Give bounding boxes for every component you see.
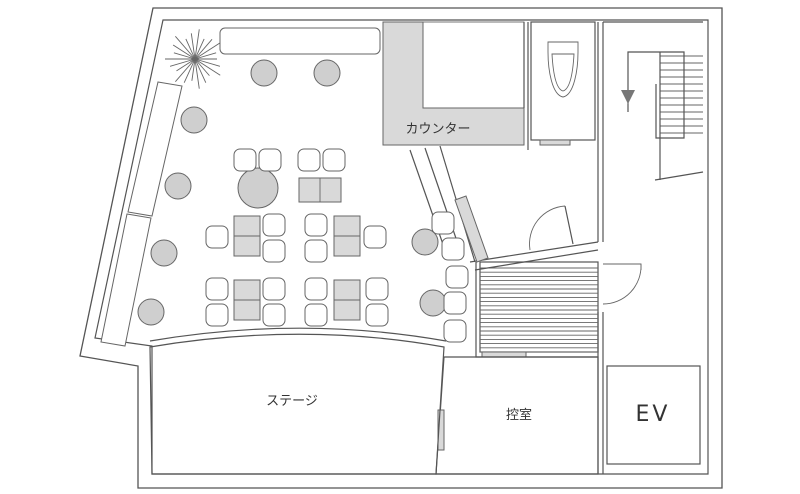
arrow-down-icon <box>621 90 635 104</box>
round-table <box>237 167 279 209</box>
door-leaf-entry <box>564 205 574 245</box>
bench-left-lower <box>100 213 152 347</box>
stage <box>149 333 445 475</box>
entry-wall-2 <box>474 249 599 271</box>
stool <box>419 289 447 317</box>
plant-leaf <box>194 38 205 60</box>
green-room-door-strip <box>437 409 445 451</box>
green-room-label: 控室 <box>506 407 532 423</box>
chair <box>445 265 469 289</box>
chair <box>262 277 286 301</box>
plant-leaf <box>194 58 207 83</box>
chair <box>441 237 465 261</box>
chair <box>304 239 328 263</box>
toilet-bowl-inner <box>551 53 575 92</box>
plant-leaf <box>191 58 196 81</box>
plant-leaf <box>175 36 196 60</box>
plant-leaf <box>194 39 213 60</box>
stool <box>164 172 192 200</box>
plant-leaf <box>185 38 196 60</box>
partition-strip <box>454 195 489 263</box>
plant-leaf <box>194 58 210 76</box>
plant-leaf <box>173 52 196 60</box>
counter-label: カウンター <box>405 122 470 137</box>
stool <box>411 228 439 256</box>
plant-leaf <box>194 52 217 60</box>
chairs-group <box>205 148 469 343</box>
plant-leaf <box>194 58 200 89</box>
stool <box>137 298 165 326</box>
chair <box>262 239 286 263</box>
entrance-threshold <box>481 351 527 358</box>
stage-label: ステージ <box>266 394 318 409</box>
chair <box>205 225 229 249</box>
stairs <box>654 52 704 181</box>
chair <box>297 148 321 172</box>
chair <box>262 213 286 237</box>
chair <box>262 303 286 327</box>
chair <box>365 277 389 301</box>
chair <box>365 303 389 327</box>
bench-top <box>219 27 381 55</box>
stool <box>313 59 341 87</box>
chair <box>304 213 328 237</box>
elevator-box <box>606 365 701 465</box>
stair-edge <box>654 171 704 181</box>
partition-angled-2 <box>424 147 461 251</box>
chair <box>258 148 282 172</box>
bench-left-upper <box>127 81 183 217</box>
restroom-door-strip <box>539 139 571 146</box>
entrance-steps-lines <box>480 267 598 353</box>
elevator-label: EV <box>636 402 671 427</box>
outer-wall <box>79 7 723 489</box>
plant-leaf <box>194 58 221 67</box>
stool <box>250 59 278 87</box>
entry-wall <box>469 241 599 263</box>
plant-leaf <box>169 58 196 67</box>
plant-leaf <box>183 58 196 83</box>
stool <box>150 239 178 267</box>
stool <box>180 106 208 134</box>
chair <box>233 148 257 172</box>
chair <box>205 277 229 301</box>
chair <box>363 225 387 249</box>
plant-leaf <box>194 42 221 60</box>
chair <box>322 148 346 172</box>
plant-leaf <box>194 29 200 60</box>
plant-leaf <box>172 44 196 60</box>
chair <box>205 303 229 327</box>
chair <box>304 277 328 301</box>
chair <box>431 211 455 235</box>
toilet-icon <box>547 41 579 98</box>
chair <box>304 303 328 327</box>
plant-leaf <box>175 58 196 82</box>
chair <box>443 319 467 343</box>
plant-leaf <box>176 58 196 72</box>
plant-leaf <box>190 33 196 60</box>
stairs-handrail <box>627 51 685 139</box>
tables-group <box>233 177 361 321</box>
chair <box>443 291 467 315</box>
stage-edge <box>149 327 447 342</box>
plant-icon <box>165 29 221 89</box>
plant-leaf <box>194 58 221 76</box>
door-arc-entry <box>529 205 566 251</box>
